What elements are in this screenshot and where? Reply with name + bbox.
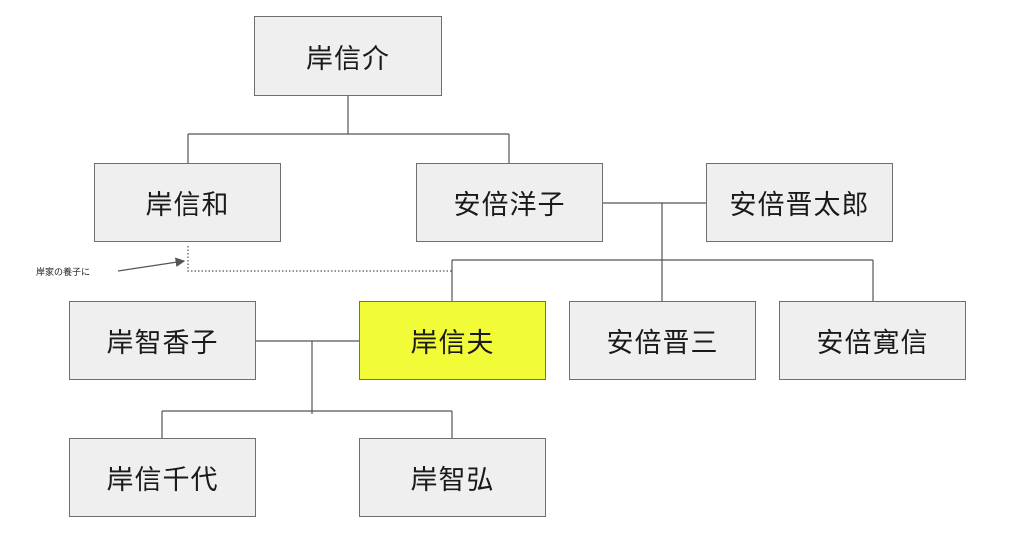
node-abe-hironobu: 安倍寛信 <box>779 301 966 380</box>
node-kishi-nobuchiyo: 岸信千代 <box>69 438 256 517</box>
node-kishi-nobuo: 岸信夫 <box>359 301 546 380</box>
adoption-dotted-line <box>187 246 452 272</box>
node-abe-shinzo: 安倍晋三 <box>569 301 756 380</box>
node-kishi-tomohiro: 岸智弘 <box>359 438 546 517</box>
node-abe-yoko: 安倍洋子 <box>416 163 603 242</box>
node-kishi-nobukazu: 岸信和 <box>94 163 281 242</box>
node-kishi-chikako: 岸智香子 <box>69 301 256 380</box>
annotation-arrow <box>117 257 186 272</box>
node-kishi-nobusuke: 岸信介 <box>254 16 442 96</box>
adoption-note: 岸家の養子に <box>36 268 91 278</box>
node-abe-shintaro: 安倍晋太郎 <box>706 163 893 242</box>
